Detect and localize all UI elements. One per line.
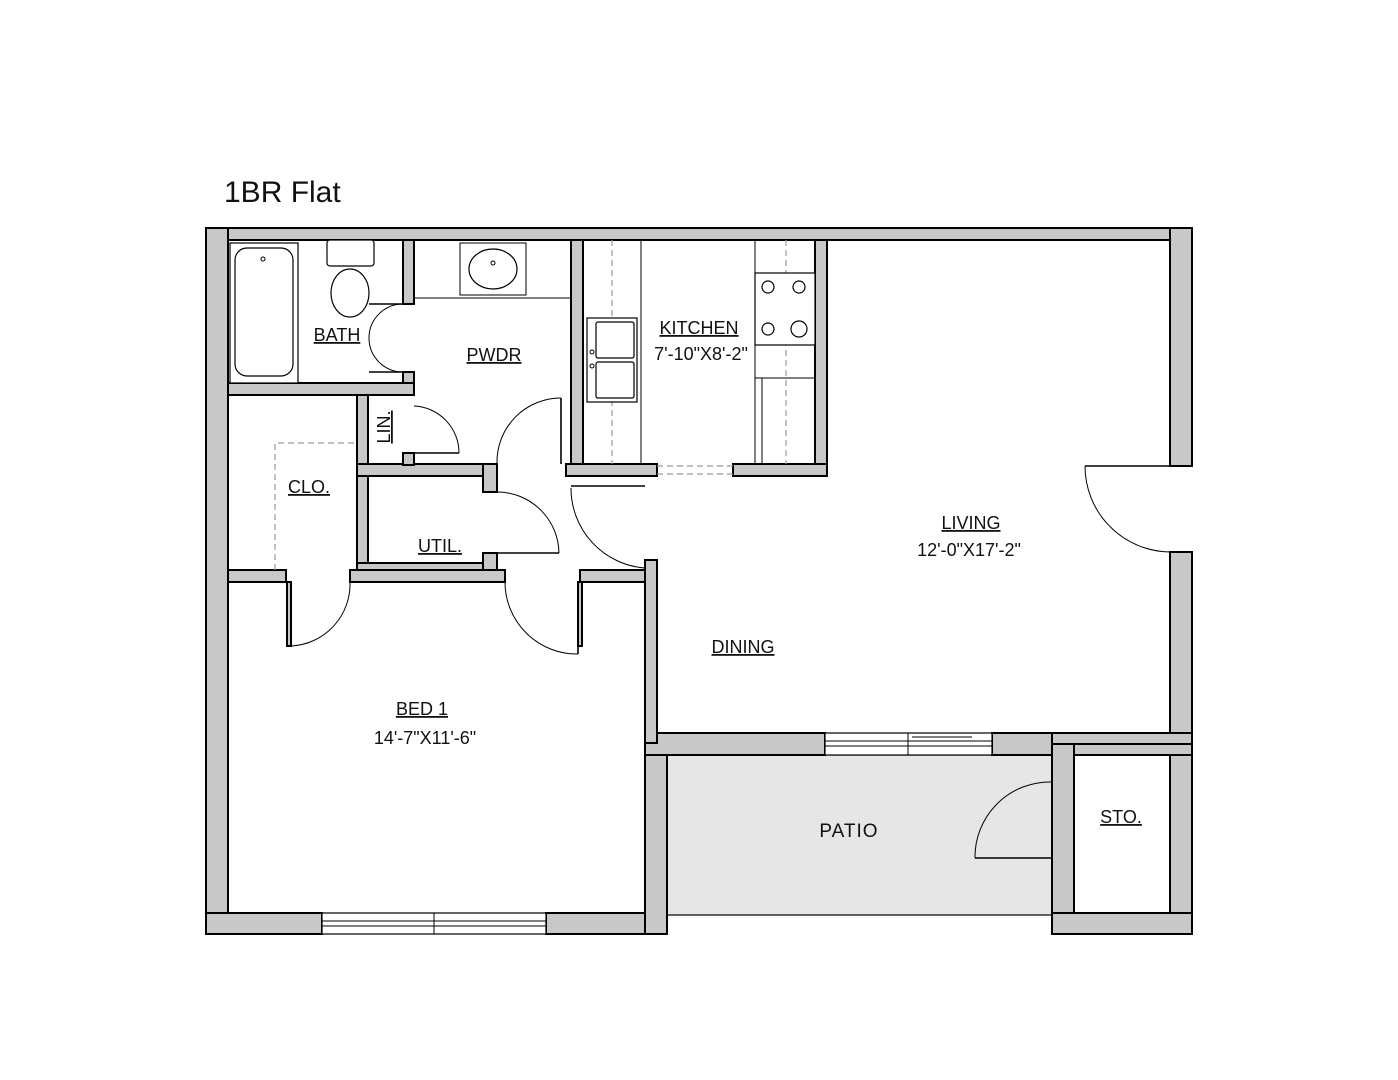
bath-doors [368,303,404,373]
wall-lin-bottom-right [402,452,415,466]
lin-door [413,405,460,454]
room-size-bed1: 14'-7"X11'-6" [374,728,476,748]
wall-sto-left [1051,732,1075,935]
wall-bed-top-left [227,569,287,583]
closet-door [290,581,351,647]
wall-bed-top-right [579,569,646,583]
room-label-clo: CLO. [288,477,330,497]
wall-lin-bottom [356,463,498,477]
bed-window [321,912,547,935]
util-door [496,491,560,554]
wall-top [205,227,1193,241]
room-label-living: LIVING [941,513,1000,533]
front-door [1084,465,1171,553]
wall-living-bottom-left [644,732,826,756]
wall-pwdr-kitchen [570,239,584,477]
room-label-lin: LIN. [374,410,394,443]
wall-kitchen-living [814,239,828,477]
wall-bed-top-mid [349,569,506,583]
room-label-patio: PATIO [819,821,878,842]
pwdr-door [496,397,562,465]
wall-bottom-left [205,912,323,935]
wall-right-upper [1169,227,1193,467]
room-label-kitchen: KITCHEN [659,318,738,338]
room-size-kitchen: 7'-10"X8'-2" [654,344,748,364]
wall-pwdr-bottom [482,463,498,493]
wall-kitchen-bottom-right [732,463,828,477]
wall-bath-bottom [227,382,415,396]
wall-sto-top [1051,732,1193,745]
wall-kitchen-bottom-left [565,463,658,477]
pwdr-sink [414,242,571,299]
wall-bed-dining [644,559,658,744]
patio-area [666,754,1053,916]
wall-lin-left [356,394,369,576]
closet-rod [274,442,357,570]
storage-door [974,781,1053,859]
room-label-util: UTIL. [418,536,462,556]
room-label-dining: DINING [712,637,775,657]
wall-left [205,227,229,935]
wall-sto-bottom [1051,912,1193,935]
plan-title: 1BR Flat [224,176,341,209]
room-label-pwdr: PWDR [467,345,522,365]
kitchen-sink [586,317,638,403]
toilet [326,239,375,318]
room-label-sto: STO. [1100,807,1142,827]
wall-patio-left [644,732,668,935]
room-size-living: 12'-0"X17'-2" [917,540,1021,560]
bed-door [504,581,579,655]
kitchen-entry-door [570,485,646,569]
room-label-bed1: BED 1 [396,699,448,719]
wall-bath-pwdr [402,239,415,305]
stove [754,272,816,346]
bathtub [229,242,299,384]
room-label-bath: BATH [314,325,361,345]
patio-sliding-door [824,732,993,756]
